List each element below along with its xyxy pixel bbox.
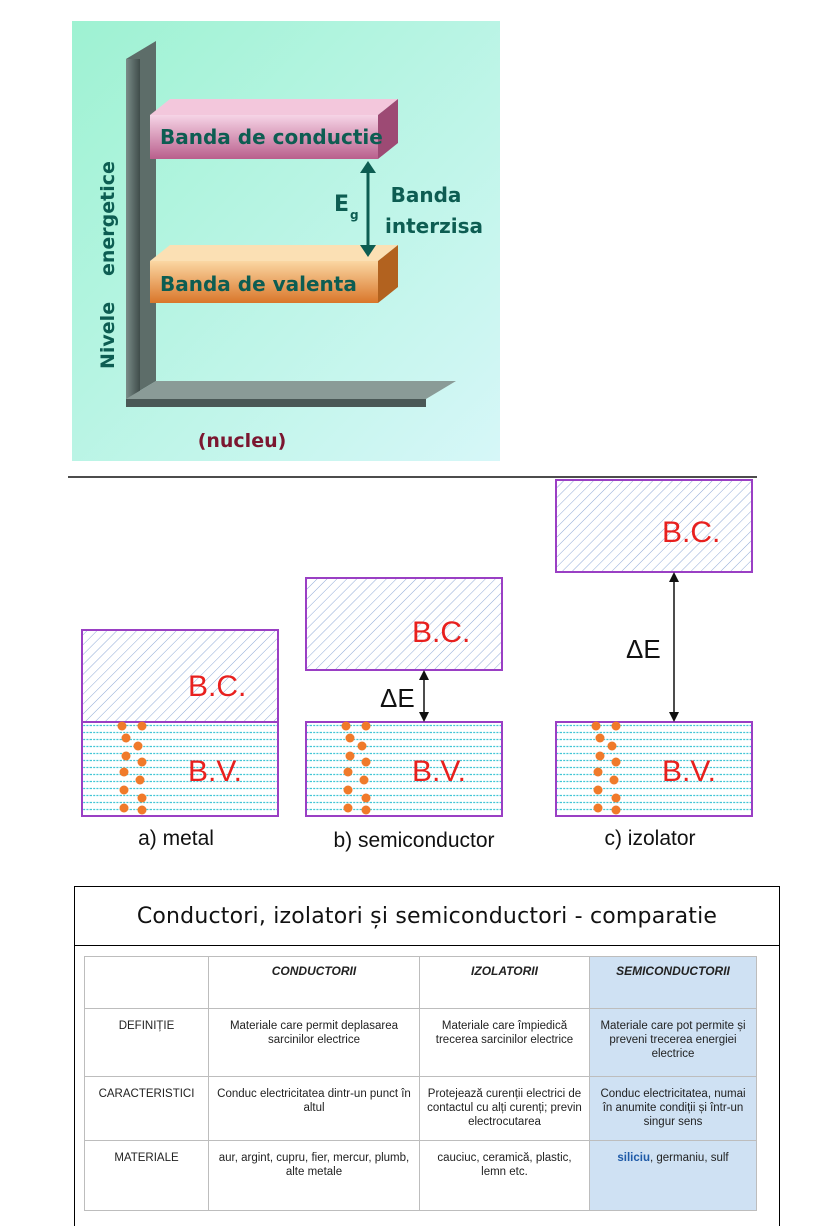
conduction-band [150, 115, 378, 159]
axis-label-word2: energetice [97, 161, 119, 276]
silicon-highlight: siliciu [617, 1152, 650, 1164]
insulator-conduction-band [555, 479, 753, 573]
insulator-bc-label: B.C. [662, 516, 720, 549]
metal-conduction-band [81, 629, 279, 723]
semiconductor-bv-label: B.V. [412, 755, 466, 788]
comparison-table-box: Conductori, izolatori și semiconductori … [74, 886, 780, 1226]
cell-materials-insulators: cauciuc, ceramică, plastic, lemn etc. [419, 1140, 590, 1211]
valence-band-side [378, 245, 398, 303]
materials-rest: , germaniu, sulf [649, 1152, 729, 1164]
energy-band-figure: Banda de conductie Banda de valenta E g … [72, 21, 500, 461]
table-header-row: CONDUCTORII IZOLATORII SEMICONDUCTORII [84, 956, 757, 1009]
semiconductor-delta-e: ΔE [380, 683, 415, 713]
cell-materials-semiconductors: siliciu, germaniu, sulf [589, 1140, 757, 1211]
insulator-caption: c) izolator [604, 827, 695, 850]
valence-band-top [150, 245, 398, 261]
metal-bc-label: B.C. [188, 670, 246, 703]
insulator-gap-arrow-down [669, 712, 679, 722]
insulator-delta-e: ΔE [626, 634, 661, 664]
cell-characteristics-conductors: Conduc electricitatea dintr-un punct în … [208, 1076, 420, 1141]
comparison-table: CONDUCTORII IZOLATORII SEMICONDUCTORII D… [84, 956, 757, 1211]
valence-band [150, 261, 378, 303]
energy-axis-wall [126, 59, 140, 403]
insulator-electrons [591, 721, 621, 815]
table-row: DEFINIȚIE Materiale care permit deplasar… [84, 1008, 757, 1077]
axis-label-word1: Nivele [97, 302, 119, 369]
comparison-table-title: Conductori, izolatori și semiconductori … [75, 887, 779, 946]
gap-arrow-up [360, 161, 376, 173]
insulator-gap-arrow-up [669, 572, 679, 582]
metal-valence-band [81, 721, 279, 817]
floor-top [126, 381, 456, 399]
forbidden-band-line2: interzisa [385, 214, 483, 238]
header-insulators: IZOLATORII [419, 956, 590, 1009]
band-comparison-figure: B.C. B.V. a) metal B.C. B.V. ΔE b) se [0, 470, 839, 870]
gap-symbol: E [334, 192, 349, 217]
cell-definition-insulators: Materiale care împiedică trecerea sarcin… [419, 1008, 590, 1077]
insulator-valence-band [555, 721, 753, 817]
semiconductor-valence-band [305, 721, 503, 817]
cell-materials-conductors: aur, argint, cupru, fier, mercur, plumb,… [208, 1140, 420, 1211]
row-label-definition: DEFINIȚIE [84, 1008, 209, 1077]
conduction-band-label: Banda de conductie [160, 125, 383, 149]
cell-characteristics-insulators: Protejează curenții electrici de contact… [419, 1076, 590, 1141]
metal-caption: a) metal [138, 827, 214, 850]
semiconductor-caption: b) semiconductor [333, 829, 494, 852]
metal-diagram: B.C. B.V. a) metal [81, 629, 279, 850]
row-label-materials: MATERIALE [84, 1140, 209, 1211]
nucleus-label: (nucleu) [198, 430, 287, 452]
header-semiconductors: SEMICONDUCTORII [589, 956, 757, 1009]
table-row: CARACTERISTICI Conduc electricitatea din… [84, 1076, 757, 1141]
semiconductor-electrons [341, 721, 371, 815]
header-empty [84, 956, 209, 1009]
header-conductors: CONDUCTORII [208, 956, 420, 1009]
gap-arrow-down [360, 245, 376, 257]
metal-bv-label: B.V. [188, 755, 242, 788]
insulator-diagram: B.C. B.V. ΔE c) izolator [555, 479, 753, 850]
cell-characteristics-semiconductors: Conduc electricitatea, numai în anumite … [589, 1076, 757, 1141]
floor-front [126, 399, 426, 407]
gap-subscript: g [350, 208, 359, 222]
semiconductor-gap-arrow-up [419, 670, 429, 680]
conduction-band-top [150, 99, 398, 115]
semiconductor-bc-label: B.C. [412, 616, 470, 649]
energy-band-svg: Banda de conductie Banda de valenta E g … [72, 21, 500, 461]
band-comparison-svg: B.C. B.V. a) metal B.C. B.V. ΔE b) se [68, 476, 757, 852]
metal-electrons [117, 721, 147, 815]
conduction-band-side [378, 99, 398, 159]
row-label-characteristics: CARACTERISTICI [84, 1076, 209, 1141]
forbidden-band-line1: Banda [391, 183, 462, 207]
cell-definition-semiconductors: Materiale care pot permite și preveni tr… [589, 1008, 757, 1077]
cell-definition-conductors: Materiale care permit deplasarea sarcini… [208, 1008, 420, 1077]
table-row: MATERIALE aur, argint, cupru, fier, merc… [84, 1140, 757, 1211]
semiconductor-gap-arrow-down [419, 712, 429, 722]
insulator-bv-label: B.V. [662, 755, 716, 788]
semiconductor-conduction-band [305, 577, 503, 671]
semiconductor-diagram: B.C. B.V. ΔE b) semiconductor [305, 577, 503, 852]
valence-band-label: Banda de valenta [160, 272, 357, 296]
